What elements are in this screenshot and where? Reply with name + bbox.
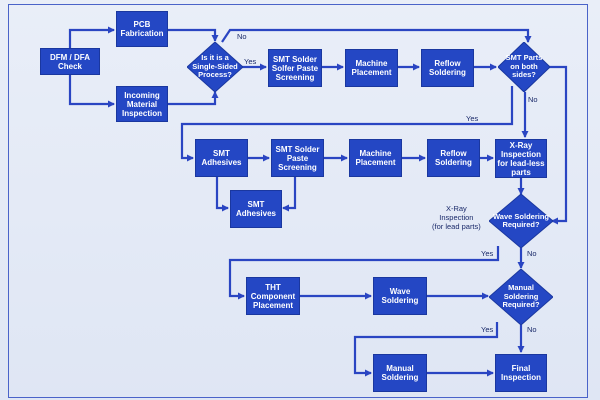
label-no-manual: No — [527, 325, 537, 334]
diamond-shape — [498, 42, 550, 92]
smt-adhesives-box-2[interactable]: SMT Adhesives — [230, 190, 282, 228]
smt-adhesives-box-1[interactable]: SMT Adhesives — [195, 139, 248, 177]
label-yes-wave: Yes — [481, 249, 494, 258]
single-sided-process-decision[interactable]: Is it is a Single-Sided Process? — [187, 42, 243, 92]
arrow-smt-both-right-to-wave-required — [548, 65, 568, 225]
arrow-wave-yes-to-tht — [228, 246, 500, 300]
diamond-shape — [489, 269, 553, 325]
label-no-smt-both: No — [528, 95, 538, 104]
manual-soldering-required-decision[interactable]: Manual Soldering Required? — [489, 269, 553, 325]
label-yes-manual: Yes — [481, 325, 494, 334]
arrow-manual-required-yes-to-manual — [353, 322, 499, 377]
arrow-dfm-to-incoming — [68, 75, 115, 108]
dfm-dfa-check-box[interactable]: DFM / DFA Check — [40, 48, 100, 75]
diamond-shape — [489, 194, 553, 248]
label-xray-lead-parts: X-Ray Inspection (for lead parts) — [432, 204, 481, 231]
arrow-smt-both-yes-to-adhesives — [180, 86, 514, 162]
smt-solder-paste-screening-box[interactable]: SMT Solder Solfer Paste Screening — [268, 49, 322, 87]
single-sided-process-label: Is it is a Single-Sided Process? — [192, 53, 238, 80]
final-inspection-box[interactable]: Final Inspection — [495, 354, 547, 392]
arrow-paste-to-adhesives2 — [282, 177, 297, 212]
arrow-incoming-to-decision — [168, 91, 219, 106]
machine-placement-box-1[interactable]: Machine Placement — [345, 49, 398, 87]
arrow-pcb-to-decision — [168, 28, 219, 42]
arrow-dfm-to-pcb — [68, 26, 115, 48]
smt-parts-both-sides-label: SMT Parts on both sides? — [505, 53, 543, 80]
wave-soldering-required-label: Wave Soldering Required? — [493, 211, 549, 229]
label-no-wave: No — [527, 249, 537, 258]
reflow-soldering-box-1[interactable]: Reflow Soldering — [421, 49, 474, 87]
smt-solder-paste-screening-box-2[interactable]: SMT Solder Paste Screening — [271, 139, 324, 177]
wave-soldering-box[interactable]: Wave Soldering — [373, 277, 427, 315]
label-yes-smt-both: Yes — [466, 114, 479, 123]
diamond-shape — [187, 42, 243, 92]
manual-soldering-required-label: Manual Soldering Required? — [502, 283, 540, 310]
wave-soldering-required-decision[interactable]: Wave Soldering Required? — [489, 194, 553, 248]
incoming-material-inspection-box[interactable]: Incoming Material Inspection — [116, 86, 168, 122]
manual-soldering-box[interactable]: Manual Soldering — [373, 354, 427, 392]
machine-placement-box-2[interactable]: Machine Placement — [349, 139, 402, 177]
diagram-frame — [8, 4, 588, 398]
arrow-adhesives-to-adhesives2 — [215, 177, 229, 212]
xray-leadless-inspection-box[interactable]: X-Ray Inspection for lead-less parts — [495, 139, 547, 178]
pcb-fabrication-box[interactable]: PCB Fabrication — [116, 11, 168, 47]
tht-component-placement-box[interactable]: THT Component Placement — [246, 277, 300, 315]
label-yes-single-sided: Yes — [244, 57, 257, 66]
smt-parts-both-sides-decision[interactable]: SMT Parts on both sides? — [498, 42, 550, 92]
reflow-soldering-box-2[interactable]: Reflow Soldering — [427, 139, 480, 177]
arrow-decision-no-to-smt-both — [221, 28, 532, 43]
label-no-single-sided: No — [237, 32, 247, 41]
